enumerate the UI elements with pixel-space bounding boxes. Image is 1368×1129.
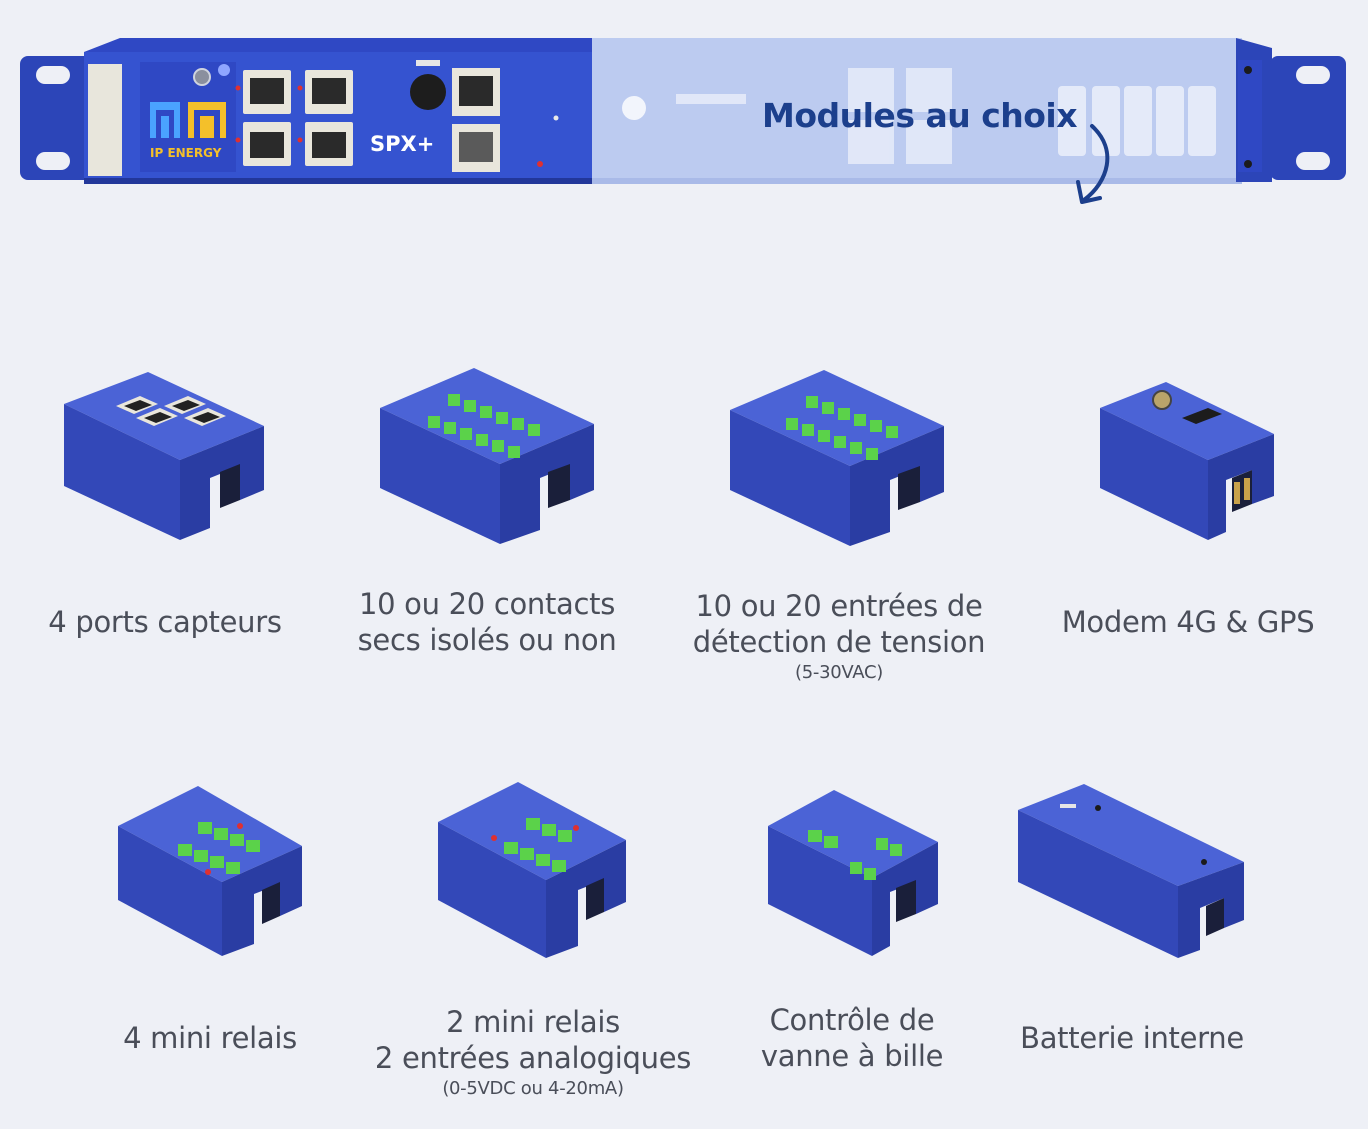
module-label-battery: Batterie interne [1020,1021,1244,1055]
module-label-modem: Modem 4G & GPS [1061,605,1315,639]
battery-module-image [1018,784,1244,958]
modules-caption: Modules au choix [762,96,1078,135]
ball-valve-module-image [768,790,938,956]
dry-contacts-module-image [380,368,594,544]
ip-energy-logo [150,102,226,138]
rack-illustration [20,38,1346,204]
mini-relays-module-image [118,786,302,956]
rack-device: IP ENERGY SPX+ Modules au choix [0,0,1368,230]
brand-name: IP ENERGY [150,146,222,160]
voltage-detection-module-image [730,370,944,546]
sensor-ports-module-image [64,372,264,540]
device-name: SPX+ [370,132,435,156]
modem-module-image [1100,382,1274,540]
module-label-mini-relays: 4 mini relais [123,1021,297,1055]
relays-analog-module-image [438,782,626,958]
module-label-sensor-ports: 4 ports capteurs [48,605,282,639]
